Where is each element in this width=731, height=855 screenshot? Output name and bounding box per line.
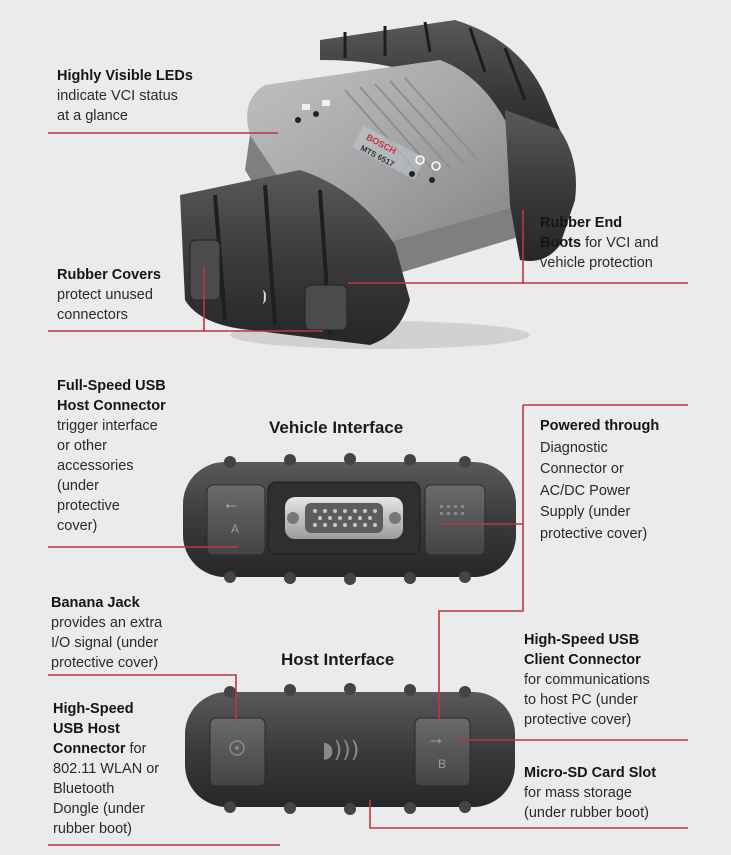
callout-line: 802.11 WLAN or [53,761,160,777]
callout-line: Connector or [540,461,624,477]
callout-line: for communications [524,672,650,688]
callout-rubber-end-boots: Rubber End Boots for VCI and vehicle pro… [540,213,658,273]
rubber-cover-right [304,284,348,331]
callout-title: Rubber End [540,215,623,231]
usb-client-port-b [414,717,471,787]
callout-line: protective [57,498,120,514]
usb-icon: ⭠ [225,496,237,514]
callout-title: Full-Speed USB [57,378,166,394]
callout-powered-through: Powered through Diagnostic Connector or … [540,416,659,545]
leader-powered-through-b [440,405,524,525]
callout-micro-sd: Micro-SD Card Slot for mass storage (und… [524,763,656,823]
callout-line: trigger interface [57,418,158,434]
callout-line: vehicle protection [540,255,653,271]
callout-high-speed-usb-host: High-Speed USB Host Connector for 802.11… [53,699,159,839]
host-interface-heading: Host Interface [281,650,395,669]
callout-line: protective cover) [524,712,632,728]
callout-title: Connector [53,741,126,757]
callout-title: Host Connector [57,398,166,414]
host-interface-view: ◗))) ⭢ B [185,683,515,815]
callout-title: USB Host [53,721,120,737]
callout-title: High-Speed USB [524,632,640,648]
port-b-label: B [438,757,446,771]
callout-line: protective cover) [51,655,159,671]
callout-line: (under [57,478,99,494]
callout-line: to host PC (under [524,692,638,708]
leader-banana-jack [48,674,237,722]
callout-line: accessories [57,458,134,474]
callout-line: (under rubber boot) [524,805,649,821]
callout-line: for [125,741,147,757]
callout-line: AC/DC Power [540,482,631,499]
callout-line: cover) [57,518,98,534]
banana-jack-port [209,717,266,787]
wireless-icon: ⦘ [262,288,267,304]
callout-line: I/O signal (under [51,635,159,651]
callout-high-speed-usb-client: High-Speed USB Client Connector for comm… [524,630,650,730]
callout-line: rubber boot) [53,821,132,837]
usb-icon: ⭢ [430,731,442,749]
callout-title: Banana Jack [51,595,140,611]
leader-micro-sd [369,800,688,829]
wireless-icon: ◗))) [322,738,359,763]
rubber-cover-left [189,239,221,301]
callout-line: indicate VCI status [57,88,178,104]
callout-title: Rubber Covers [57,267,161,283]
callout-line: for mass storage [524,785,632,801]
usb-host-port-a [206,484,266,556]
callout-line: protective cover) [540,525,648,542]
callout-leds: Highly Visible LEDs indicate VCI status … [57,66,193,126]
callout-full-speed-usb: Full-Speed USB Host Connector trigger in… [57,376,166,536]
callout-title: Micro-SD Card Slot [524,765,657,781]
callout-title: Highly Visible LEDs [57,68,193,84]
callout-line: for VCI and [581,235,659,251]
status-leds [295,100,441,183]
callout-rubber-covers: Rubber Covers protect unused connectors [57,265,161,325]
callout-title: Client Connector [524,652,641,668]
callout-title: Powered through [540,418,660,434]
callout-line: at a glance [57,108,128,124]
port-a-label: A [231,522,239,536]
vehicle-interface-heading: Vehicle Interface [269,418,404,437]
vehicle-interface-view: ⭠ A [183,453,516,585]
callout-line: Bluetooth [53,781,115,797]
callout-line: connectors [57,307,128,323]
callout-line: provides an extra [51,615,163,631]
callout-line: or other [57,438,107,454]
power-supply-port [424,484,486,556]
callout-line: Supply (under [540,504,631,520]
callout-title: High-Speed [53,701,134,717]
callout-line: Dongle (under [53,801,145,817]
callout-title: Boots [540,235,582,251]
callout-line: protect unused [57,287,153,303]
callout-banana-jack: Banana Jack provides an extra I/O signal… [51,593,162,673]
callout-line: Diagnostic [540,439,608,456]
leader-usb-client [438,524,524,720]
